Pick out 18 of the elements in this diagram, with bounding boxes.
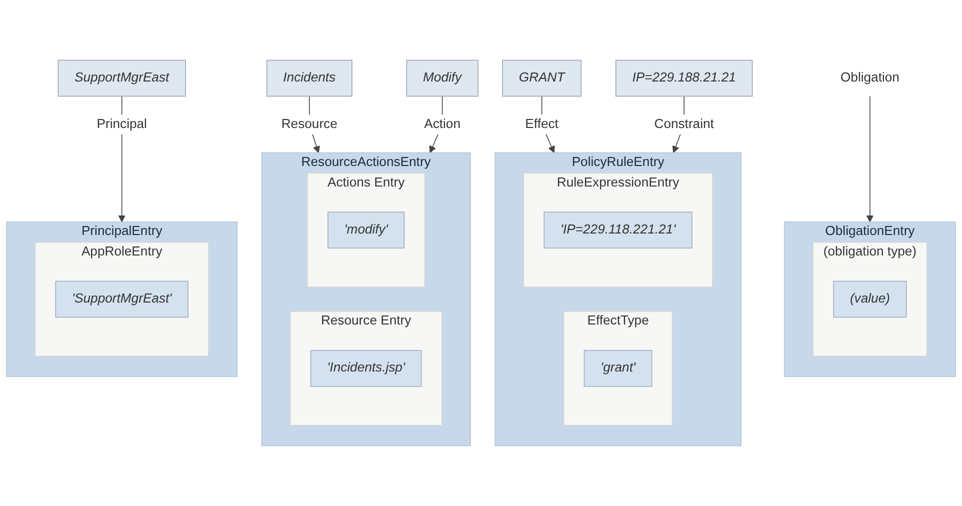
arrow <box>866 96 874 222</box>
node-box: 'modify' <box>328 212 405 248</box>
node-box: 'grant' <box>584 350 652 387</box>
edge-label: Resource <box>281 117 338 132</box>
node-box: Modify <box>406 60 478 97</box>
edge-label: Action <box>424 117 460 132</box>
node-box: (value) <box>833 280 907 318</box>
edge-label: Principal <box>96 117 147 132</box>
node-box: IP=229.188.21.21 <box>615 60 753 97</box>
node-box: 'SupportMgrEast' <box>55 280 188 318</box>
node-box: SupportMgrEast <box>58 60 186 97</box>
edge-label: Effect <box>525 117 558 132</box>
edge-label: Constraint <box>654 117 714 132</box>
node-box: GRANT <box>502 60 582 97</box>
node-box: 'Incidents.jsp' <box>310 350 422 387</box>
node-text: Obligation <box>840 70 900 85</box>
node-box: 'IP=229.118.221.21' <box>544 212 692 248</box>
node-box: Incidents <box>266 60 352 97</box>
